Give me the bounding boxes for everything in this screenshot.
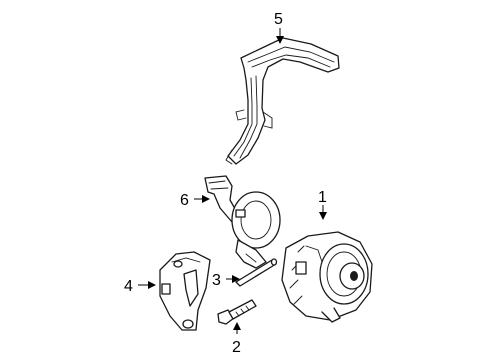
callout-5: 5 — [274, 11, 284, 44]
callout-2: 2 — [232, 322, 241, 356]
callout-1-label: 1 — [318, 189, 327, 206]
callout-4: 4 — [124, 278, 156, 295]
callout-5-label: 5 — [274, 11, 283, 28]
callout-2-label: 2 — [232, 339, 241, 356]
duct-adapter — [204, 175, 281, 269]
callout-1: 1 — [318, 189, 327, 220]
callout-4-label: 4 — [124, 278, 133, 295]
bolt — [217, 299, 257, 325]
callout-3-label: 3 — [212, 272, 221, 289]
alternator — [281, 231, 373, 323]
callout-6: 6 — [180, 192, 210, 209]
callout-3: 3 — [212, 272, 240, 289]
stud — [235, 258, 278, 287]
bracket — [159, 251, 211, 331]
callout-6-label: 6 — [180, 192, 189, 209]
air-duct — [225, 37, 340, 165]
